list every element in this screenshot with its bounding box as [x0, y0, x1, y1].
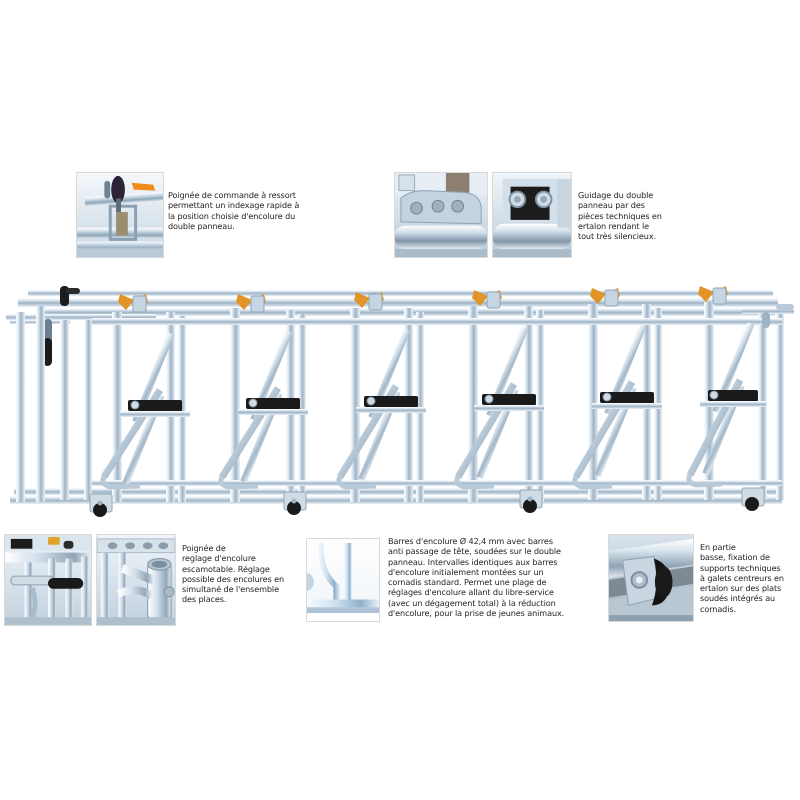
photo-galet-centreur: [608, 534, 694, 622]
photo-poignee-reglage-a: [4, 534, 92, 626]
callout-text-poignee-reglage-encolure: Poignée de reglage d'encolure escamotabl…: [182, 543, 285, 605]
photo-barres-encolure: [306, 538, 380, 622]
callout-text-guidage-double-panneau: Guidage du double panneau par des pièces…: [578, 190, 662, 242]
main-product-image: [0, 272, 800, 524]
callout-text-poignee-commande-ressort: Poignée de commande à ressort permettant…: [168, 190, 300, 231]
callout-text-supports-galets-centreurs: En partie basse, fixation de supports te…: [700, 542, 784, 614]
photo-poignee-ressort: [76, 172, 164, 258]
photo-poignee-reglage-b: [96, 534, 176, 626]
callout-text-barres-encolure: Barres d'encolure Ø 42,4 mm avec barres …: [388, 536, 565, 619]
photo-guidage-a: [394, 172, 488, 258]
photo-guidage-b: [492, 172, 572, 258]
